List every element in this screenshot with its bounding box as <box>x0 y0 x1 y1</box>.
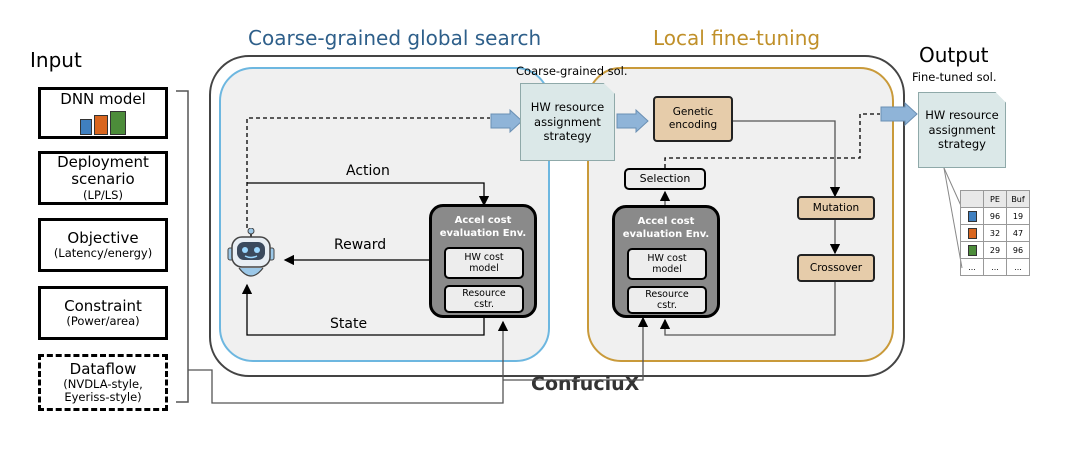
input-dataflow-sub: (NVDLA-style, Eyeriss-style) <box>63 376 143 405</box>
input-deployment-scenario: Deployment scenario (LP/LS) <box>38 151 168 205</box>
coarse-env: Accel cost evaluation Env. HW cost model… <box>429 204 537 318</box>
block-arrow-to-coarse-sol <box>490 108 523 134</box>
selection-box: Selection <box>624 168 706 190</box>
table-header-cell: PE <box>983 190 1007 208</box>
action-label: Action <box>346 163 390 179</box>
input-deployment-label: Deployment scenario <box>57 153 149 189</box>
output-sol-label: Fine-tuned sol. <box>912 70 997 84</box>
local-resource-cstr: Resource cstr. <box>627 286 707 314</box>
table-row: 29 96 <box>960 241 1030 259</box>
coarse-sol-label: Coarse-grained sol. <box>516 64 628 78</box>
crossover-box: Crossover <box>797 254 875 282</box>
state-arrow <box>241 283 485 336</box>
zoom-line-1 <box>943 167 963 209</box>
action-arrow <box>247 182 490 207</box>
crossover-to-env <box>659 282 836 336</box>
input-title: Input <box>30 48 82 72</box>
robot-icon <box>227 228 275 277</box>
input-dataflow: Dataflow (NVDLA-style, Eyeriss-style) <box>38 354 168 411</box>
table-header-cell <box>960 190 984 208</box>
local-title: Local fine-tuning <box>653 26 821 50</box>
input-dnn-model: DNN model <box>38 87 168 139</box>
dataflow-route <box>188 320 509 404</box>
local-hw-cost-model: HW cost model <box>627 248 707 280</box>
coarse-hw-cost-model: HW cost model <box>444 247 524 279</box>
coarse-strategy-doc: HW resource assignment strategy <box>520 83 615 161</box>
table-cell: 19 <box>1006 207 1030 225</box>
output-title: Output <box>919 43 989 67</box>
table-cell: ... <box>1006 258 1030 276</box>
state-label: State <box>330 316 368 332</box>
table-row: ... ... ... <box>960 258 1030 276</box>
input-dnn-model-label: DNN model <box>60 89 146 108</box>
table-cell: 29 <box>983 241 1007 259</box>
block-arrow-to-output <box>880 101 918 127</box>
table-header-row: PE Buf <box>960 190 1030 208</box>
table-row: 96 19 <box>960 207 1030 225</box>
coarse-resource-cstr: Resource cstr. <box>444 285 524 313</box>
input-constraint: Constraint (Power/area) <box>38 286 168 340</box>
input-objective-sub: (Latency/energy) <box>53 246 153 261</box>
table-row: 32 47 <box>960 224 1030 242</box>
output-strategy-doc: HW resource assignment strategy <box>918 92 1006 168</box>
mutation-box: Mutation <box>797 196 875 220</box>
dnn-layers-icon <box>80 111 126 136</box>
table-cell: 32 <box>983 224 1007 242</box>
layer-chip-blue <box>960 207 984 225</box>
table-cell: 96 <box>1006 241 1030 259</box>
table-header-cell: Buf <box>1006 190 1030 208</box>
local-env: Accel cost evaluation Env. HW cost model… <box>612 205 720 318</box>
genetic-to-mutation <box>733 120 841 198</box>
table-cell: ... <box>983 258 1007 276</box>
input-constraint-label: Constraint <box>64 296 142 315</box>
coarse-env-title: Accel cost evaluation Env. <box>439 215 527 239</box>
input-constraint-sub: (Power/area) <box>66 314 140 329</box>
resource-table: PE Buf 96 19 32 47 29 96 ... ... ... <box>960 190 1030 276</box>
table-cell: 47 <box>1006 224 1030 242</box>
table-cell: ... <box>960 258 984 276</box>
block-arrow-to-genetic <box>616 108 649 134</box>
genetic-encoding-box: Genetic encoding <box>653 96 733 142</box>
layer-chip-orange <box>960 224 984 242</box>
input-objective-label: Objective <box>67 228 139 247</box>
layer-chip-green <box>960 241 984 259</box>
input-bracket <box>176 90 189 403</box>
local-env-title: Accel cost evaluation Env. <box>622 216 710 240</box>
dataflow-route-local <box>503 316 649 381</box>
dashed-to-coarse-sol <box>246 117 490 228</box>
table-cell: 96 <box>983 207 1007 225</box>
selection-to-output-dashed <box>664 113 880 168</box>
coarse-title: Coarse-grained global search <box>248 26 542 50</box>
input-dataflow-label: Dataflow <box>69 359 137 378</box>
input-objective: Objective (Latency/energy) <box>38 218 168 272</box>
zoom-line-2 <box>943 167 963 269</box>
framework-name: ConfuciuX <box>531 373 640 395</box>
reward-label: Reward <box>334 237 387 253</box>
input-deployment-sub: (LP/LS) <box>83 187 123 202</box>
